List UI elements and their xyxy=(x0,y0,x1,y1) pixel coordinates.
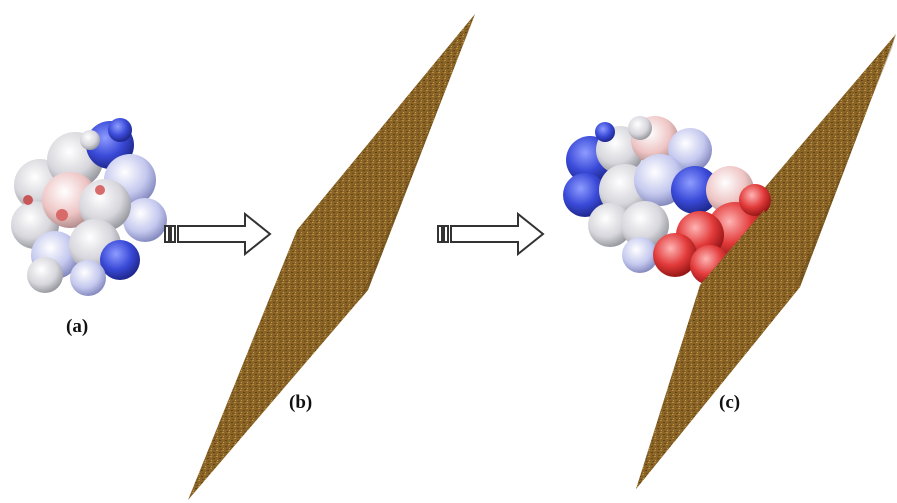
protein-molecule-c xyxy=(563,116,771,285)
surface-c-front xyxy=(636,210,800,489)
panel-label-b: (b) xyxy=(289,392,313,413)
arrow-2-icon xyxy=(437,211,545,257)
protein-molecule-a xyxy=(11,118,167,296)
panel-label-c: (c) xyxy=(719,392,741,413)
panel-label-a: (a) xyxy=(66,316,89,337)
arrow-1-icon xyxy=(164,211,272,257)
surface-b xyxy=(188,14,475,500)
